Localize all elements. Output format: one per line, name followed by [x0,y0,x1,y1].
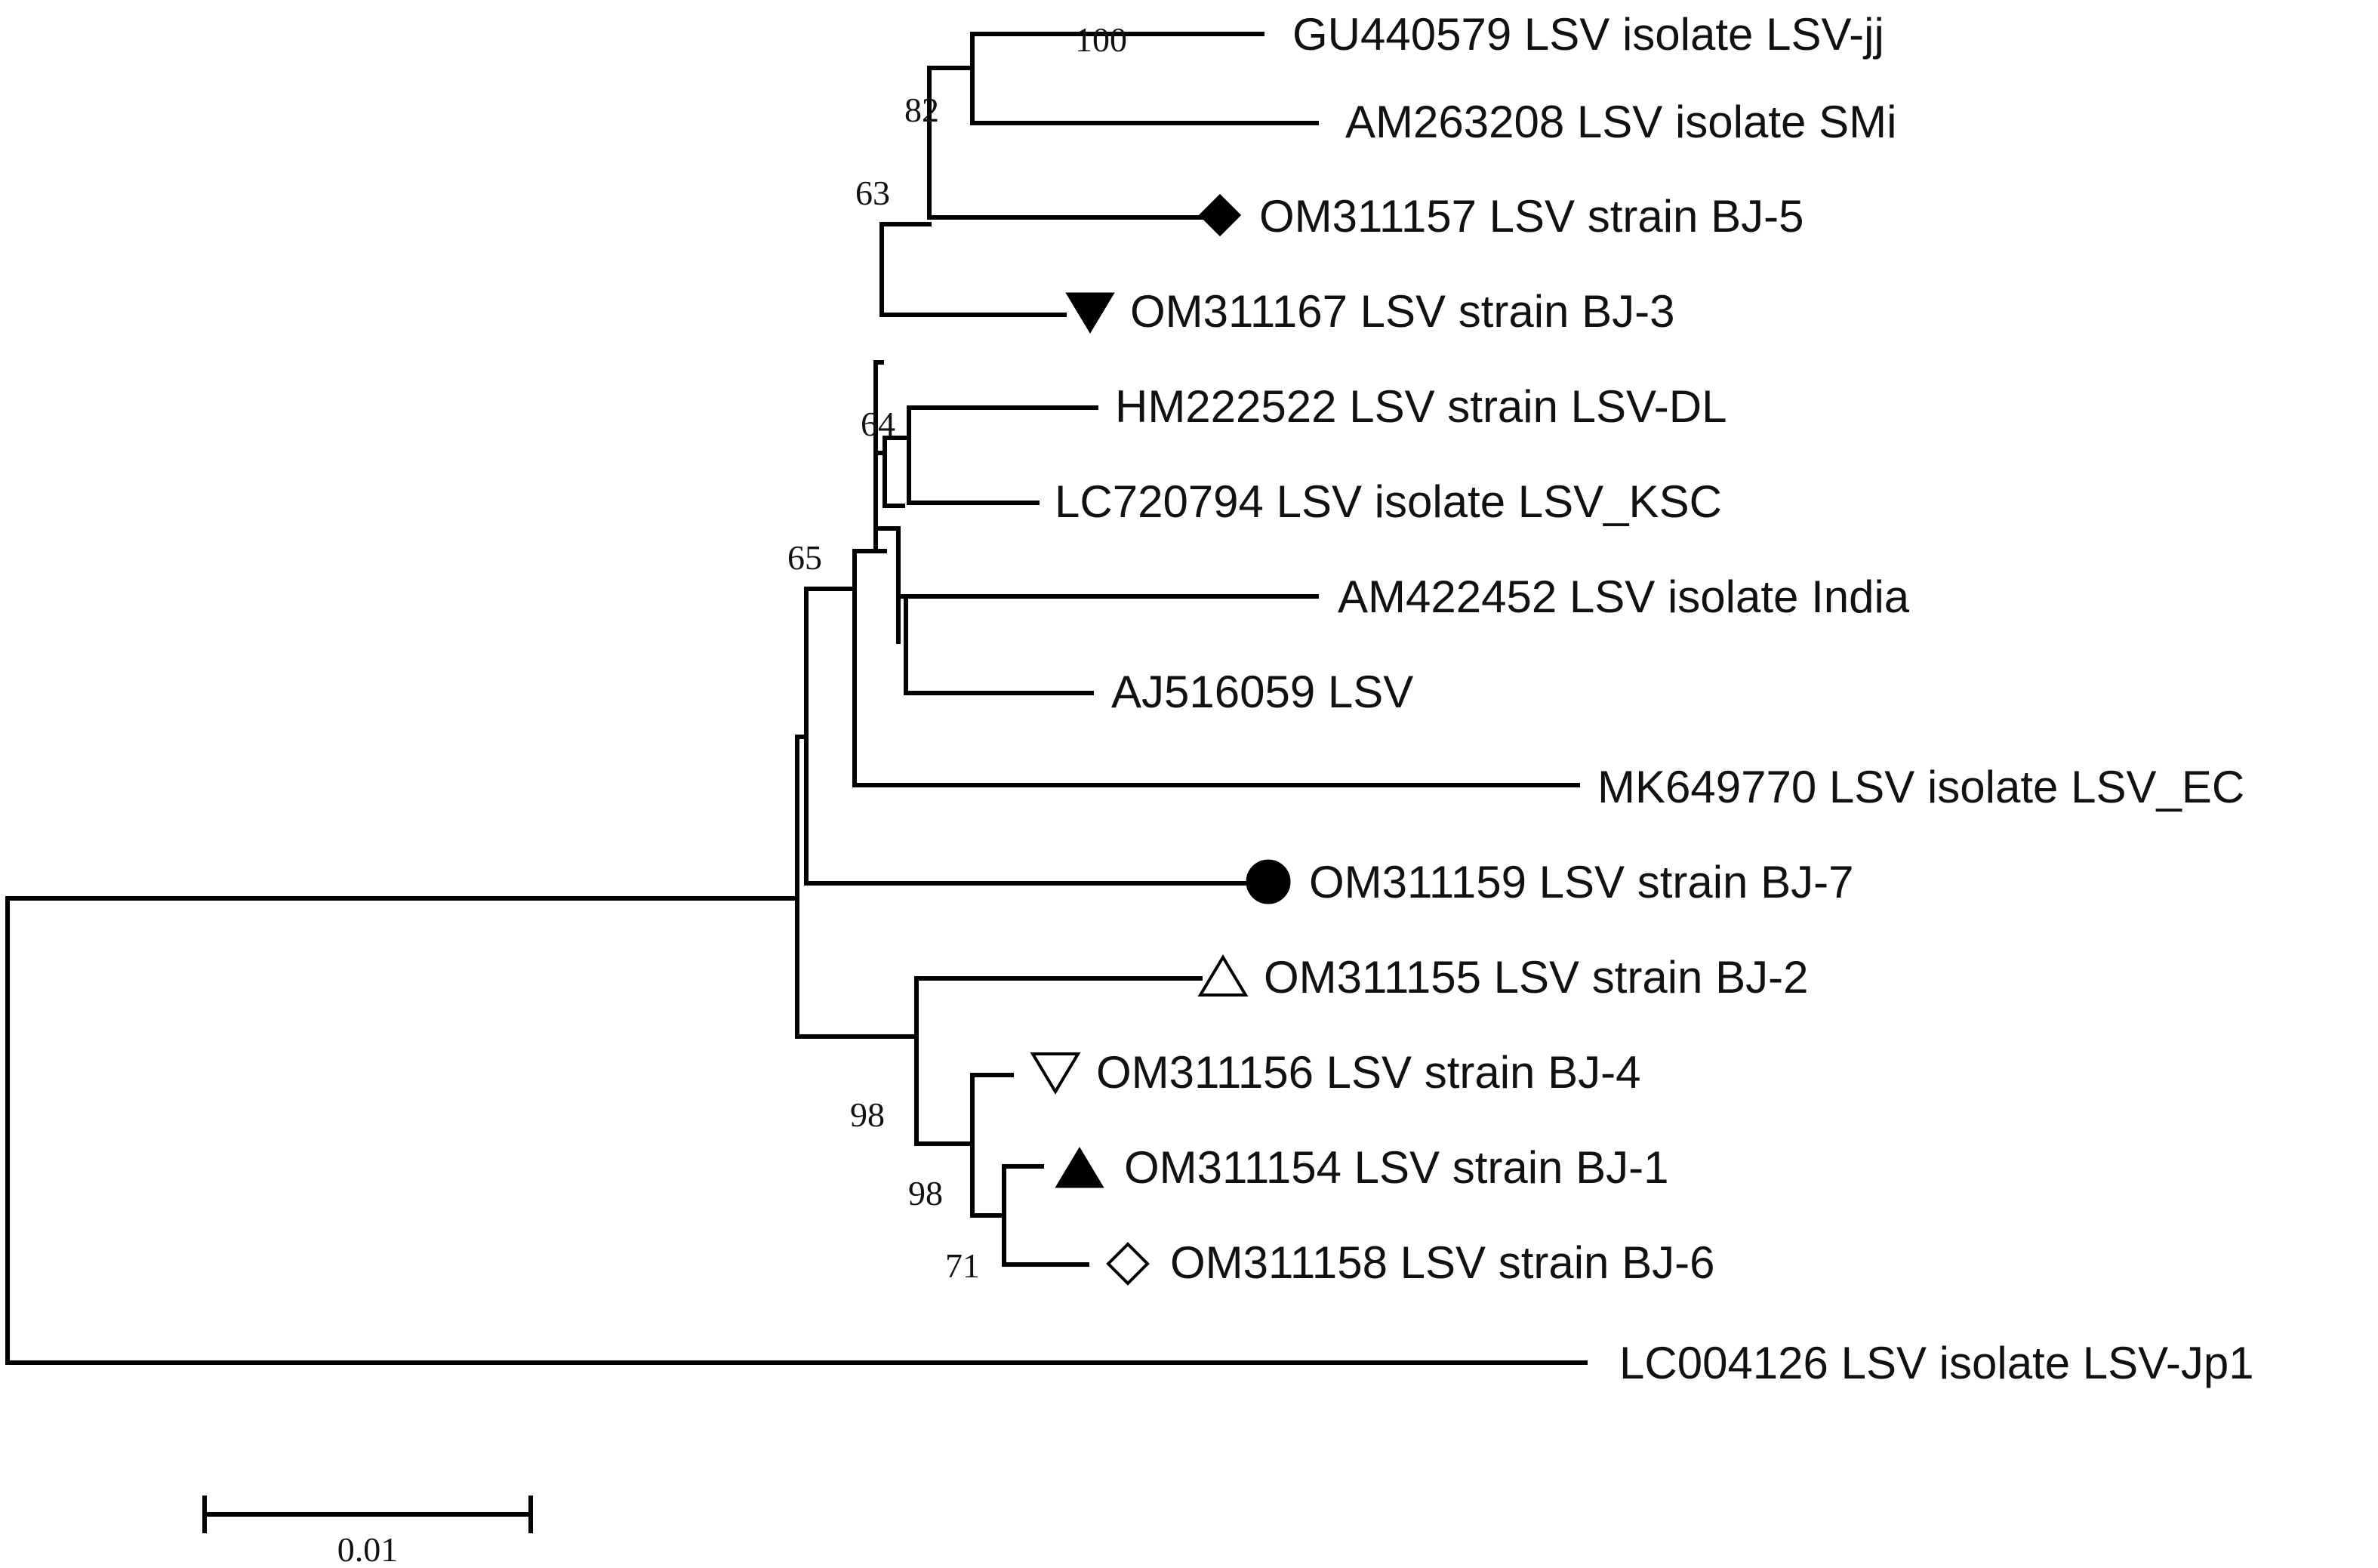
bootstrap-value: 63 [855,174,890,212]
scale-bar: 0.01 [202,1496,533,1568]
triangle-down-filled-icon [1065,292,1115,334]
bootstrap-value: 100 [1075,20,1127,59]
leaf-label-om311158: OM311158 LSV strain BJ-6 [1170,1237,1714,1288]
bootstrap-values: 100 82 63 64 65 98 98 71 [787,20,1127,1285]
leaf-label-am263208: AM263208 LSV isolate SMi [1345,97,1896,147]
leaf-label-lc004126: LC004126 LSV isolate LSV-Jp1 [1619,1338,2254,1388]
bootstrap-value: 71 [945,1246,980,1285]
bootstrap-value: 98 [908,1174,943,1212]
bootstrap-value: 98 [850,1095,885,1134]
leaf-label-lc720794: LC720794 LSV isolate LSV_KSC [1055,476,1722,527]
bootstrap-value: 64 [861,405,895,443]
triangle-up-filled-icon [1055,1147,1104,1188]
bootstrap-value: 65 [787,538,822,577]
scale-bar-label: 0.01 [337,1530,399,1568]
leaf-labels: GU440579 LSV isolate LSV-jj AM263208 LSV… [1055,9,2254,1388]
leaf-label-om311156: OM311156 LSV strain BJ-4 [1096,1047,1640,1098]
leaf-label-om311154: OM311154 LSV strain BJ-1 [1124,1142,1668,1193]
triangle-down-open-icon [1030,1052,1081,1095]
leaf-label-am422452: AM422452 LSV isolate India [1338,571,1910,622]
bootstrap-value: 82 [904,91,939,129]
leaf-label-om311167: OM311167 LSV strain BJ-3 [1130,286,1674,337]
diamond-open-icon [1106,1242,1150,1286]
leaf-label-om311155: OM311155 LSV strain BJ-2 [1264,952,1808,1003]
leaf-label-om311157: OM311157 LSV strain BJ-5 [1259,191,1804,242]
leaf-label-mk649770: MK649770 LSV isolate LSV_EC [1597,762,2244,812]
leaf-label-om311159: OM311159 LSV strain BJ-7 [1309,857,1853,907]
leaf-label-gu440579: GU440579 LSV isolate LSV-jj [1292,9,1884,60]
diamond-filled-icon [1198,193,1242,237]
triangle-up-open-icon [1197,954,1249,997]
leaf-markers [1030,193,1291,1286]
tree-branches [5,32,1588,1365]
leaf-label-hm222522: HM222522 LSV strain LSV-DL [1115,381,1727,432]
circle-filled-icon [1246,859,1291,904]
leaf-label-aj516059: AJ516059 LSV [1111,667,1413,717]
